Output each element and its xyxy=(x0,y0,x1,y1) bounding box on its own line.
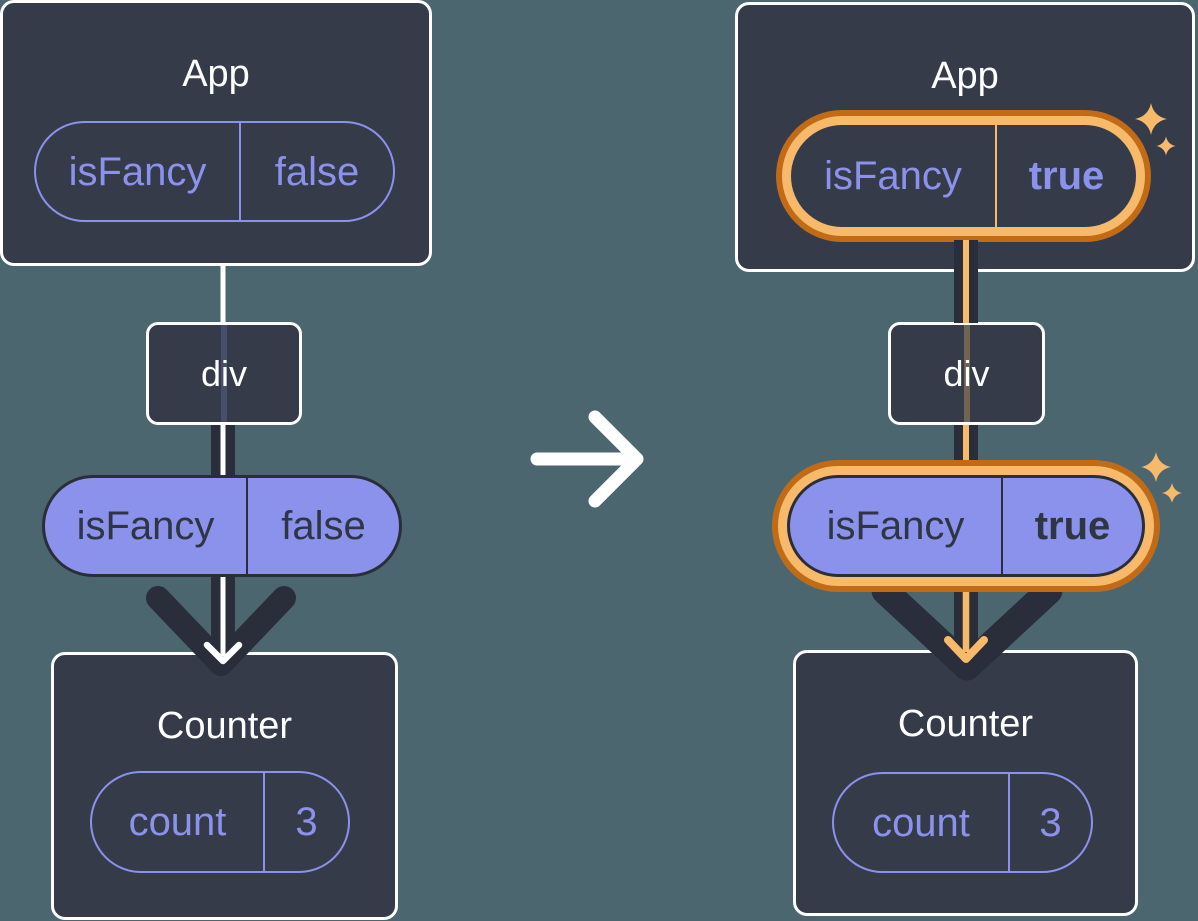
sparkle-icon xyxy=(1141,452,1171,482)
div-label: div xyxy=(200,352,248,394)
component-title: App xyxy=(931,55,999,97)
state-name: isFancy xyxy=(791,125,997,227)
state-pill-highlighted: isFancy true xyxy=(791,125,1136,227)
state-value: 3 xyxy=(295,800,318,844)
component-title: App xyxy=(182,53,250,95)
state-value: 3 xyxy=(1039,800,1062,845)
counter-card: Counter count 3 xyxy=(793,650,1138,916)
state-name: count xyxy=(834,774,1010,871)
div-node: div xyxy=(888,322,1045,425)
counter-card: Counter count 3 xyxy=(51,652,398,920)
pass-through-line xyxy=(963,325,970,422)
prop-name: isFancy xyxy=(45,478,248,574)
state-pill: count 3 xyxy=(90,771,350,873)
component-title: Counter xyxy=(897,703,1034,745)
state-value: false xyxy=(274,149,360,194)
right-arrow-icon xyxy=(530,410,644,508)
prop-value: true xyxy=(1034,504,1111,548)
pass-through-line xyxy=(221,325,227,422)
state-pill: isFancy false xyxy=(34,121,395,222)
prop-name: isFancy xyxy=(790,478,1003,574)
div-label: div xyxy=(943,352,990,394)
prop-value: false xyxy=(281,504,366,548)
app-card: App isFancy false xyxy=(0,0,432,266)
state-name: count xyxy=(92,773,265,871)
prop-pill-highlighted: isFancy true xyxy=(787,475,1145,577)
app-card: App isFancy true xyxy=(735,2,1195,272)
sparkle-icon xyxy=(1162,483,1182,503)
state-name: isFancy xyxy=(36,123,241,220)
div-node: div xyxy=(146,322,302,425)
component-title: Counter xyxy=(156,705,293,747)
state-pill: count 3 xyxy=(832,772,1093,873)
state-value: true xyxy=(1028,154,1105,198)
prop-pill: isFancy false xyxy=(42,475,402,577)
